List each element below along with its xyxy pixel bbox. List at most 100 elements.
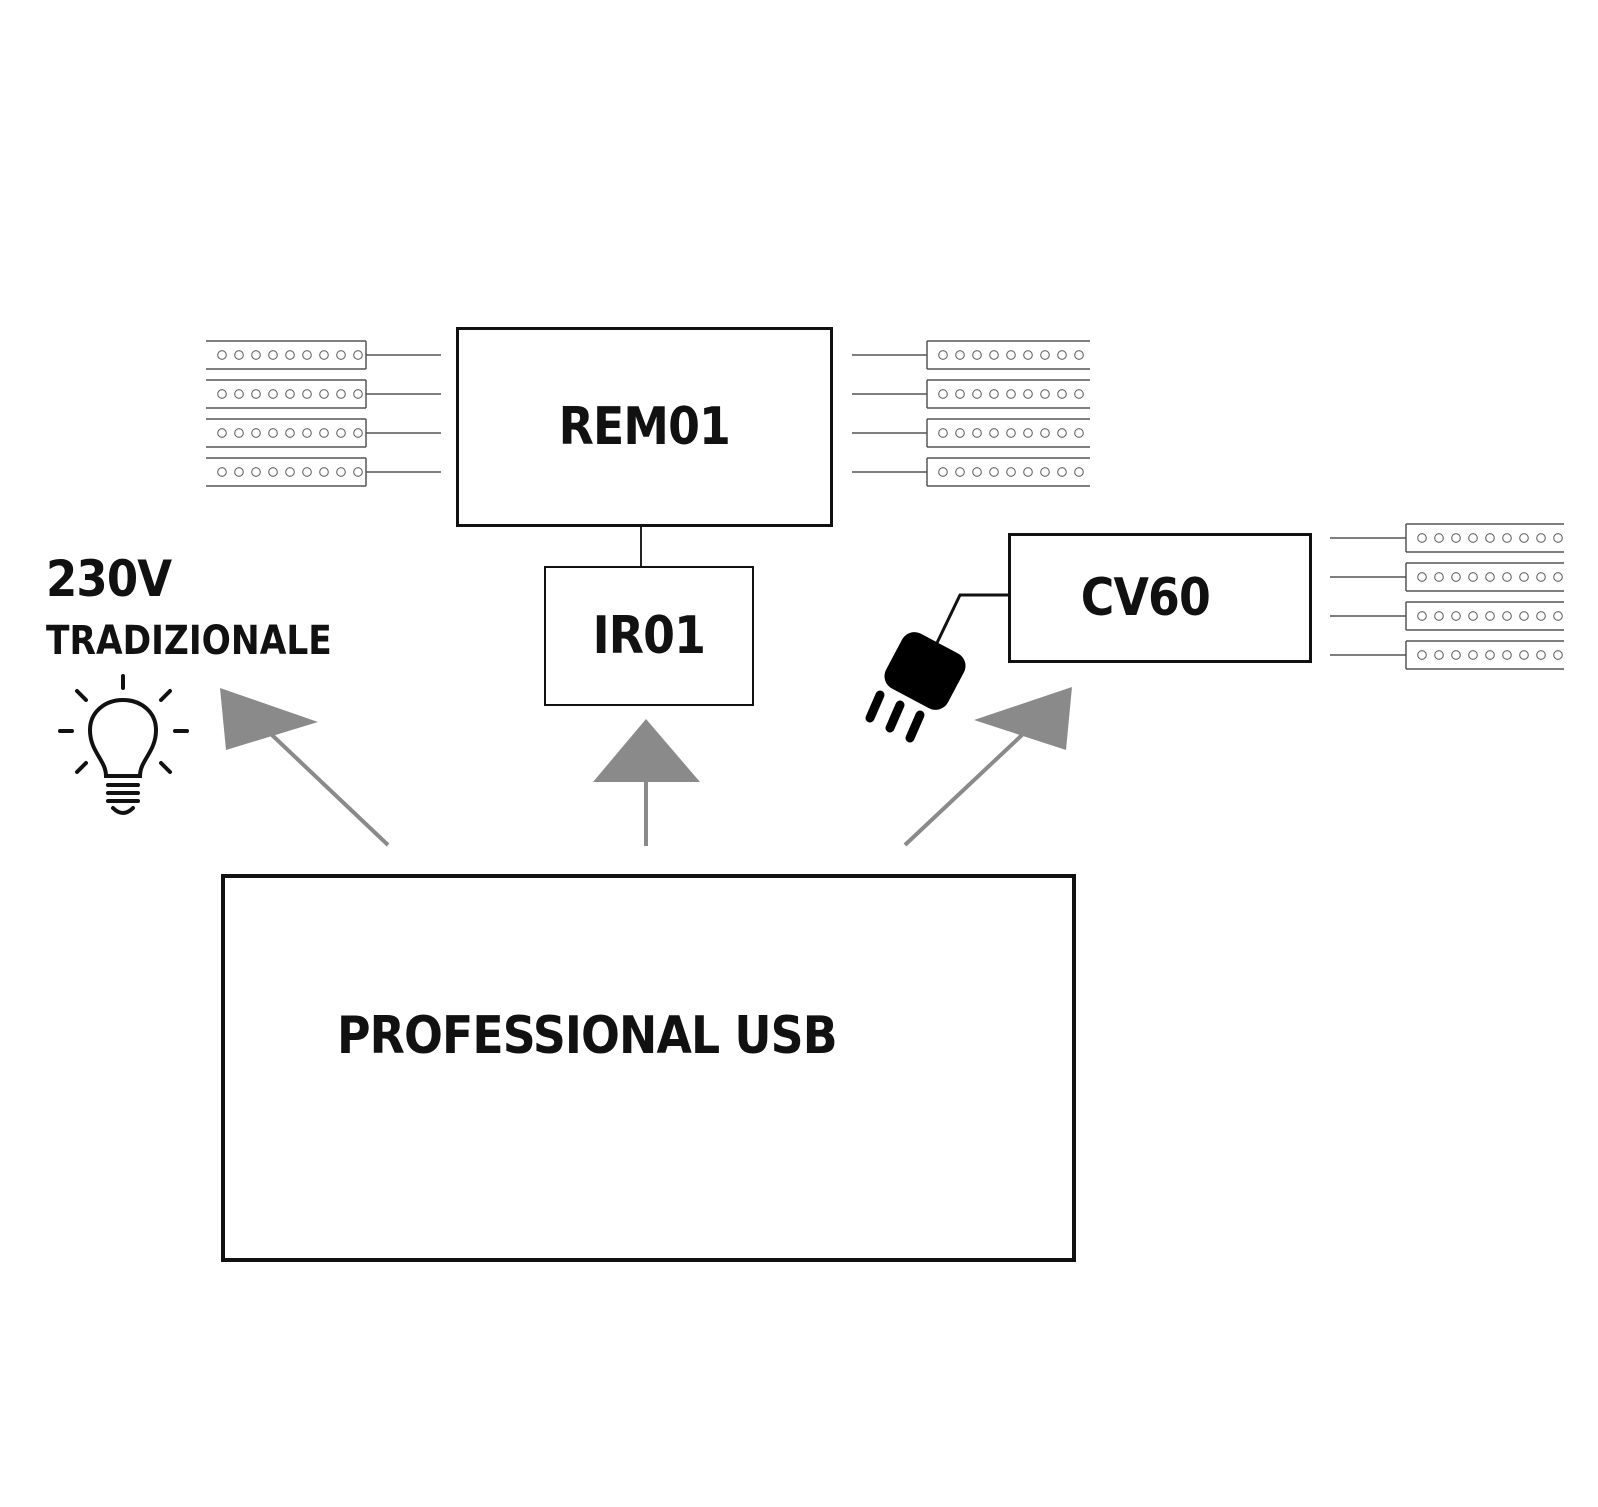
led-dot	[1553, 650, 1563, 660]
led-dot	[955, 350, 965, 360]
led-dot	[989, 467, 999, 477]
cv60-plug-wire	[934, 593, 1008, 646]
led-dot	[1502, 572, 1512, 582]
led-dot	[989, 389, 999, 399]
led-dot	[1057, 389, 1067, 399]
led-dot	[1023, 467, 1033, 477]
led-dot	[251, 350, 261, 360]
led-dot	[1006, 428, 1016, 438]
led-dot	[1434, 650, 1444, 660]
led-dot	[1074, 467, 1084, 477]
led-dot	[234, 350, 244, 360]
led-dot	[1434, 611, 1444, 621]
professional-usb-box[interactable]: PROFESSIONAL USB	[221, 874, 1076, 1262]
cv60-box[interactable]: CV60	[1008, 533, 1312, 663]
led-dot	[285, 428, 295, 438]
led-dot	[319, 467, 329, 477]
led-dot	[1485, 572, 1495, 582]
led-dot	[1023, 428, 1033, 438]
led-dot	[319, 350, 329, 360]
led-dot	[1434, 533, 1444, 543]
led-strip	[206, 457, 441, 487]
rem01-box[interactable]: REM01	[456, 327, 833, 527]
led-dot	[302, 467, 312, 477]
led-dot	[1451, 611, 1461, 621]
led-dot	[1023, 350, 1033, 360]
led-strip	[852, 379, 1090, 409]
led-dot	[353, 467, 363, 477]
led-dot	[955, 428, 965, 438]
led-dot	[1006, 389, 1016, 399]
led-dot	[302, 389, 312, 399]
led-dot	[217, 389, 227, 399]
led-strip-group-rem01-left	[206, 340, 441, 487]
led-dot	[1434, 572, 1444, 582]
led-dot	[217, 428, 227, 438]
arrow-head	[974, 687, 1072, 750]
ir01-box[interactable]: IR01	[544, 566, 754, 706]
led-dot	[1417, 611, 1427, 621]
led-dot	[938, 467, 948, 477]
led-dot	[336, 389, 346, 399]
led-dot	[217, 467, 227, 477]
led-dot	[1553, 572, 1563, 582]
led-dot	[353, 350, 363, 360]
led-dot	[1519, 572, 1529, 582]
led-dot	[353, 428, 363, 438]
led-dot	[989, 350, 999, 360]
led-dot	[1468, 533, 1478, 543]
led-dot	[251, 428, 261, 438]
led-dot	[234, 389, 244, 399]
led-dot	[1553, 611, 1563, 621]
led-dot	[268, 467, 278, 477]
led-dot	[302, 428, 312, 438]
led-dot	[268, 389, 278, 399]
led-dot	[1006, 467, 1016, 477]
led-strip	[852, 418, 1090, 448]
led-dot	[989, 428, 999, 438]
led-dot	[1519, 611, 1529, 621]
led-dot	[319, 428, 329, 438]
light-bulb-icon	[58, 674, 189, 815]
rem01-label: REM01	[558, 397, 731, 457]
led-dot	[1040, 350, 1050, 360]
led-dot	[285, 350, 295, 360]
led-strip	[206, 340, 441, 370]
led-dot	[1023, 389, 1033, 399]
led-dot	[302, 350, 312, 360]
led-dot	[1417, 533, 1427, 543]
led-dot	[319, 389, 329, 399]
led-dot	[1040, 428, 1050, 438]
arrow-usb-to-230v	[220, 688, 390, 847]
led-dot	[938, 389, 948, 399]
led-dot	[1485, 533, 1495, 543]
led-dot	[1502, 611, 1512, 621]
led-dot	[336, 428, 346, 438]
led-dot	[336, 467, 346, 477]
led-dot	[353, 389, 363, 399]
led-strips-layer	[206, 340, 1564, 670]
led-dot	[1057, 467, 1067, 477]
led-dot	[1417, 572, 1427, 582]
led-strip	[1330, 640, 1564, 670]
led-dot	[1536, 650, 1546, 660]
led-dot	[1485, 650, 1495, 660]
led-dot	[285, 467, 295, 477]
cv60-label: CV60	[1080, 568, 1210, 628]
power-plug-icon	[865, 632, 966, 743]
led-dot	[1519, 650, 1529, 660]
led-dot	[251, 389, 261, 399]
arrow-head	[593, 719, 700, 782]
led-strip	[1330, 601, 1564, 631]
professional-usb-label: PROFESSIONAL USB	[337, 1006, 838, 1066]
led-dot	[1451, 650, 1461, 660]
led-dot	[1468, 572, 1478, 582]
led-strip	[852, 457, 1090, 487]
led-dot	[972, 467, 982, 477]
led-dot	[938, 428, 948, 438]
led-dot	[1417, 650, 1427, 660]
led-dot	[1553, 533, 1563, 543]
led-dot	[1074, 389, 1084, 399]
led-dot	[1536, 611, 1546, 621]
led-dot	[1451, 572, 1461, 582]
